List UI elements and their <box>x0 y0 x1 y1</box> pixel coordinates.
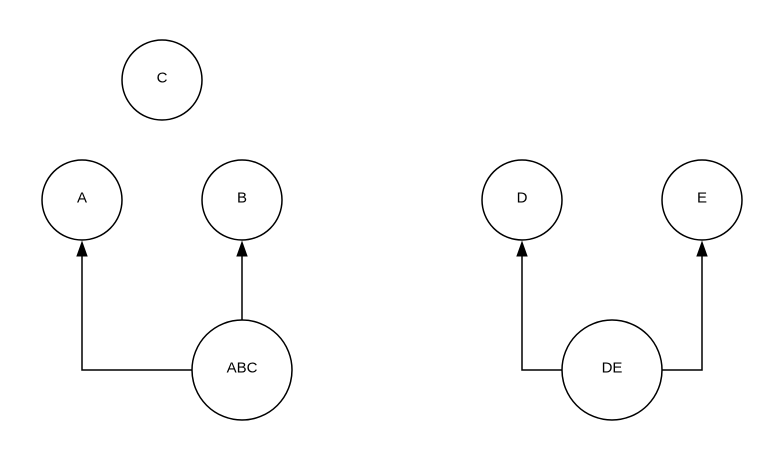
node-d-label: D <box>517 190 528 207</box>
node-d[interactable]: D <box>481 159 563 241</box>
arrowhead-b <box>236 240 248 257</box>
edge-de-to-e <box>662 256 703 371</box>
arrowhead-a <box>76 240 88 257</box>
node-c-label: C <box>157 70 168 87</box>
node-abc-label: ABC <box>227 360 258 377</box>
node-e[interactable]: E <box>661 159 743 241</box>
node-a-label: A <box>77 190 87 207</box>
node-de-label: DE <box>602 360 623 377</box>
arrowhead-e <box>696 240 708 257</box>
edge-de-to-d <box>521 256 562 371</box>
node-c[interactable]: C <box>121 39 203 121</box>
node-abc[interactable]: ABC <box>191 319 293 421</box>
node-b-label: B <box>237 190 247 207</box>
node-de[interactable]: DE <box>561 319 663 421</box>
node-b[interactable]: B <box>201 159 283 241</box>
node-a[interactable]: A <box>41 159 123 241</box>
edge-abc-to-a <box>81 256 192 371</box>
node-e-label: E <box>697 190 707 207</box>
arrowhead-d <box>516 240 528 257</box>
